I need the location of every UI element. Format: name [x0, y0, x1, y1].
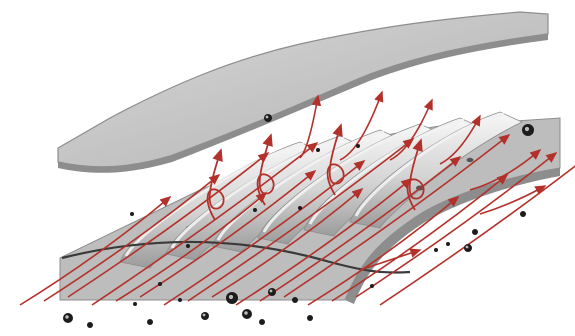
particle	[186, 244, 190, 248]
particle	[316, 148, 320, 152]
particle-highlight	[266, 116, 269, 119]
particle	[307, 315, 313, 321]
particle	[201, 312, 209, 320]
particle	[147, 319, 153, 325]
particle	[356, 144, 360, 148]
particle	[446, 242, 450, 246]
particle-highlight	[525, 127, 529, 131]
particle-highlight	[466, 246, 469, 249]
particle	[472, 229, 478, 235]
particle	[158, 282, 162, 286]
particle	[259, 319, 265, 325]
particle	[178, 298, 182, 302]
particle	[264, 114, 272, 122]
particle	[268, 288, 276, 296]
particle-highlight	[229, 295, 233, 299]
particle-highlight	[203, 314, 206, 317]
particle	[370, 284, 374, 288]
particle	[87, 322, 93, 328]
particle	[130, 212, 134, 216]
particle	[298, 206, 302, 210]
particle-highlight	[244, 311, 248, 315]
particle	[520, 211, 526, 217]
particle	[253, 208, 257, 212]
particle	[464, 244, 472, 252]
particle-highlight	[270, 290, 273, 293]
ridge-slot	[467, 158, 474, 162]
particle-highlight	[65, 315, 69, 319]
particle	[434, 248, 438, 252]
particle	[292, 297, 298, 303]
particle	[133, 302, 137, 306]
